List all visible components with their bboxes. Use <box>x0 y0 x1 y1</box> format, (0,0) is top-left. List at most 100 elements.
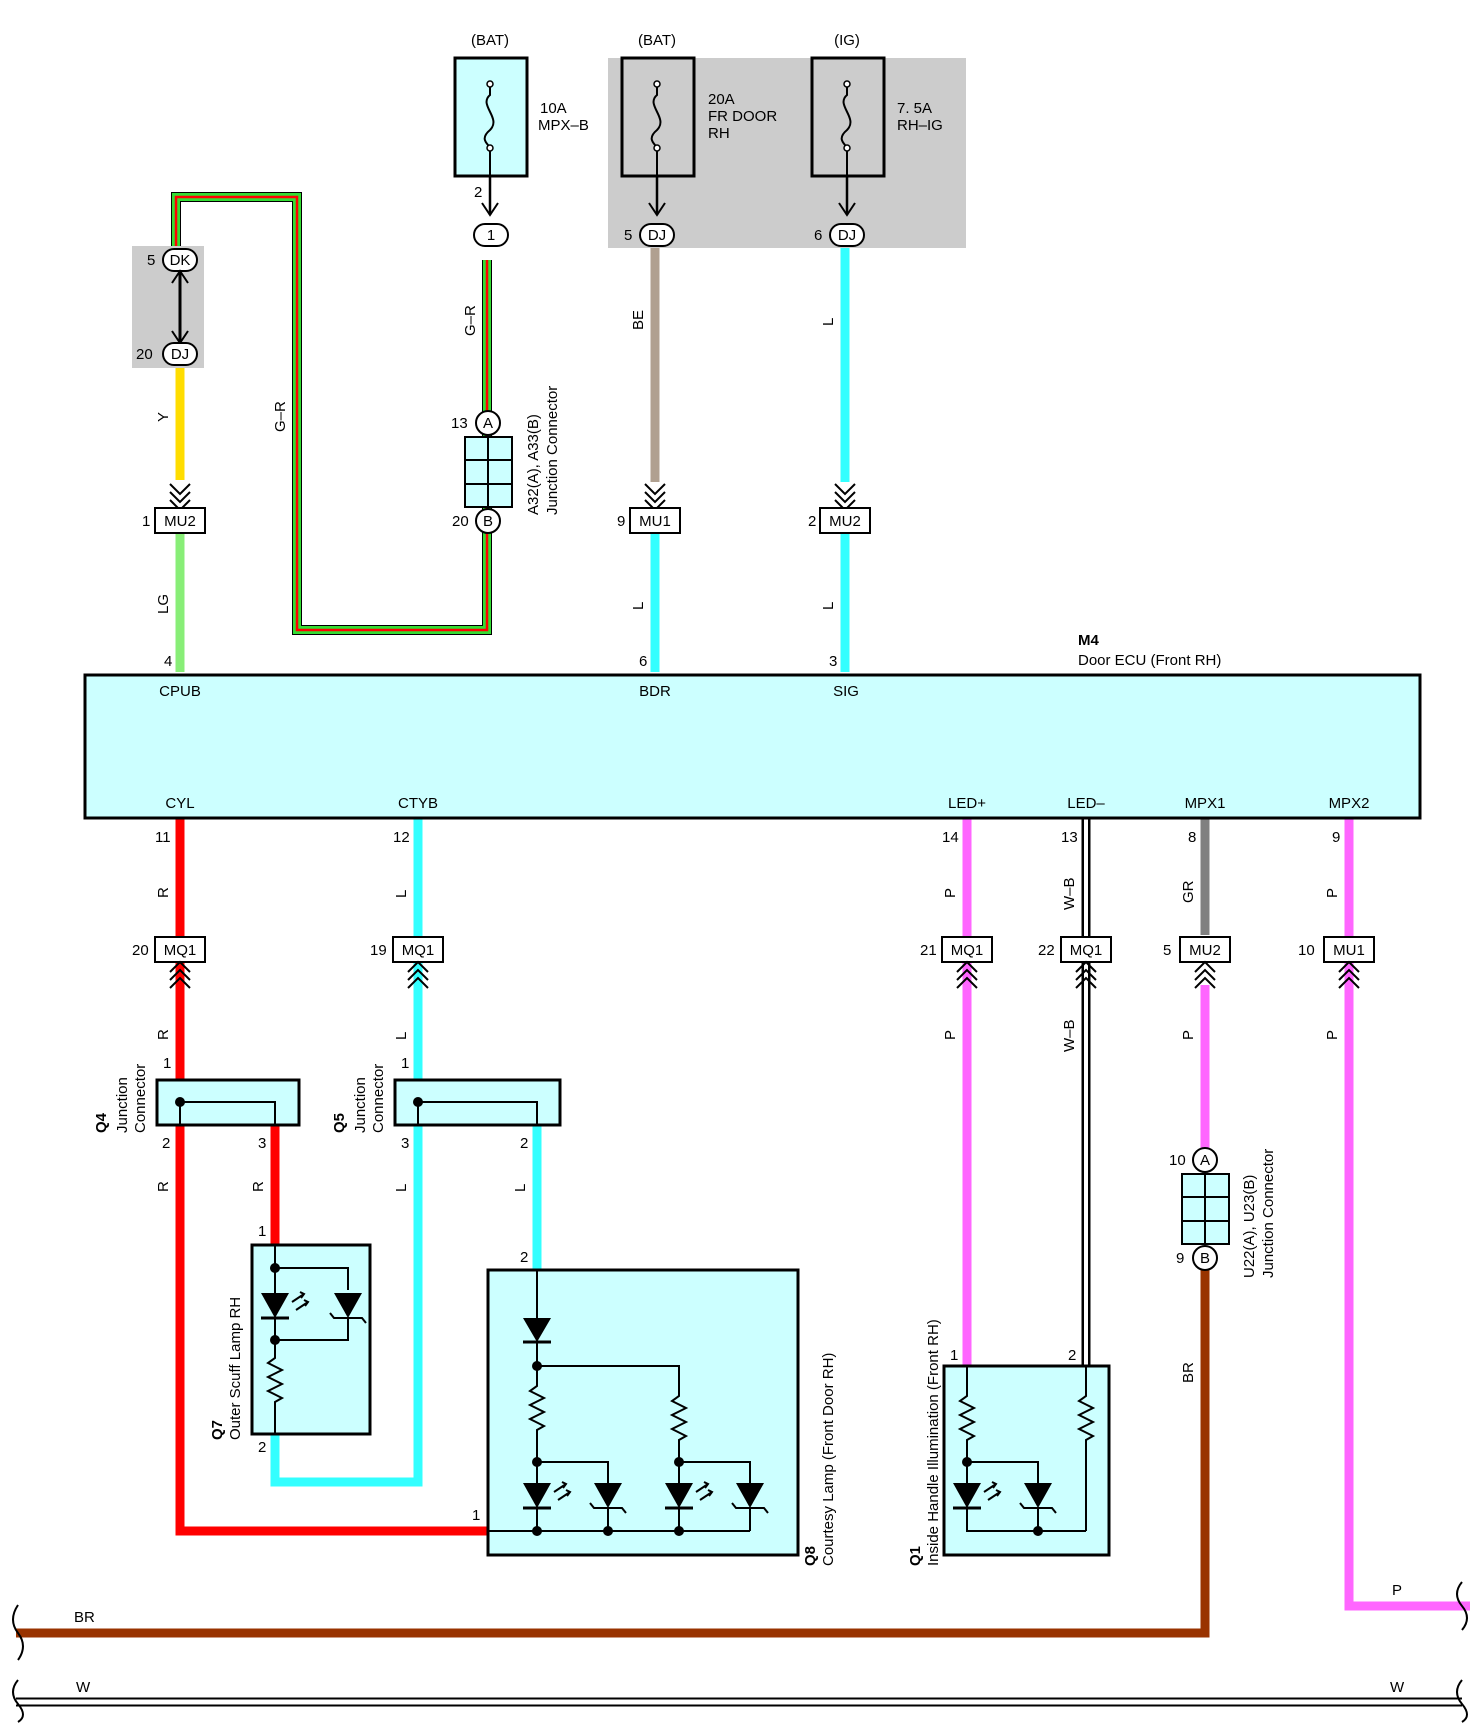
fuse-out-pin: 2 <box>474 184 482 201</box>
wire-label-gr-vert: G–R <box>462 305 479 336</box>
fuse-source: (BAT) <box>638 32 676 49</box>
wire-label-p2-top: P <box>1324 888 1341 898</box>
q1-pin-1: 1 <box>950 1347 958 1364</box>
q4-code: Q4 <box>93 1112 110 1133</box>
conn-label: MQ1 <box>1070 942 1103 959</box>
wire-label-p-top: P <box>942 888 959 898</box>
ecu-pin-name-cpub: CPUB <box>159 683 201 700</box>
junction-label-a: A <box>1200 1152 1210 1169</box>
fuse-rating: 10A <box>540 100 567 117</box>
junction-connector-q5: 1 3 2 Q5 Junction Connector <box>331 1055 562 1152</box>
wire-label-br-bottom: BR <box>74 1609 95 1626</box>
wire-label-p3-mid: P <box>1180 1030 1197 1040</box>
wire-label-gr-loop: G–R <box>272 401 289 432</box>
fuse-name: FR DOOR <box>708 108 777 125</box>
wire-label-l-mid: L <box>393 1032 410 1040</box>
q4-line1: Junction <box>114 1077 131 1133</box>
q8-pin-1: 1 <box>472 1507 480 1524</box>
junction-subtitle: Junction Connector <box>544 386 561 515</box>
ecu-code: M4 <box>1078 632 1099 649</box>
ecu-pin-name-led-minus: LED– <box>1067 795 1105 812</box>
wire-label-r-top: R <box>155 887 172 898</box>
wire-label-l-sig: L <box>820 602 837 610</box>
junction-pin-b: 20 <box>452 513 469 530</box>
ecu-pin-name-mpx2: MPX2 <box>1329 795 1370 812</box>
dk-dj-connector: DK 5 DJ 20 <box>136 248 198 366</box>
conn-pin: 1 <box>142 513 150 530</box>
fuse-name: RH–IG <box>897 117 943 134</box>
conn-label: MU2 <box>164 513 196 530</box>
break-mark-left-w <box>12 1679 24 1723</box>
q8-code: Q8 <box>802 1546 819 1566</box>
wire-l-q5-3 <box>270 1125 423 1487</box>
fuse-name: MPX–B <box>538 117 589 134</box>
ecu-pin-bdr: 6 <box>639 653 647 670</box>
conn-pin: 10 <box>1298 942 1315 959</box>
q4-line2: Connector <box>132 1064 149 1133</box>
junction-connector-q4: 1 2 3 Q4 Junction Connector <box>93 1055 301 1152</box>
q5-line2: Connector <box>370 1064 387 1133</box>
q7-pin-1: 1 <box>258 1223 266 1240</box>
conn-pin: 20 <box>132 942 149 959</box>
wire-label-r-mid: R <box>155 1029 172 1040</box>
dj-pin: 20 <box>136 346 153 363</box>
led-icon <box>261 1293 289 1318</box>
connector-mu2-sig: MU2 2 <box>808 483 871 534</box>
ecu-pin-name-cyl: CYL <box>165 795 194 812</box>
conn-label: MQ1 <box>402 942 435 959</box>
zener-icon <box>334 1293 362 1318</box>
wire-label-y: Y <box>155 412 172 422</box>
q8-pin-2: 2 <box>520 1249 528 1266</box>
dk-label: DK <box>170 252 191 269</box>
connector-mq1-cyl: MQ1 20 <box>132 936 206 989</box>
dj-label: DJ <box>648 227 666 244</box>
q5-line1: Junction <box>352 1077 369 1133</box>
wire-gr-loop <box>171 192 492 635</box>
q4-pin-3: 3 <box>258 1135 266 1152</box>
ecu-pin-sig: 3 <box>829 653 837 670</box>
q7-code: Q7 <box>209 1420 226 1440</box>
conn-pin: 21 <box>920 942 937 959</box>
wire-label-p-mid: P <box>942 1030 959 1040</box>
q4-pin-2: 2 <box>162 1135 170 1152</box>
q5-pin-2: 2 <box>520 1135 528 1152</box>
fuse-source: (BAT) <box>471 32 509 49</box>
wire-label-r-q4-2: R <box>155 1181 172 1192</box>
wire-label-r-q4-3: R <box>250 1181 267 1192</box>
q8-name: Courtesy Lamp (Front Door RH) <box>820 1353 837 1566</box>
fuse-rating: 20A <box>708 91 735 108</box>
dk-pin: 5 <box>147 252 155 269</box>
junction-label-b: B <box>1200 1250 1210 1267</box>
junction-pin-a: 10 <box>1169 1152 1186 1169</box>
junction-subtitle: Junction Connector <box>1260 1149 1277 1278</box>
wire-label-w-right: W <box>1390 1679 1405 1696</box>
junction-label-a: A <box>483 415 493 432</box>
wire-r-cyl <box>175 818 488 1536</box>
ecu-pin-cyl: 11 <box>155 829 171 846</box>
ecu-pin-name-led-plus: LED+ <box>948 795 986 812</box>
fuse-fr-door: (BAT) 20A FR DOOR RH <box>620 32 777 178</box>
conn-pin: 22 <box>1038 942 1055 959</box>
connector-mu1-bdr: MU1 9 <box>617 483 681 534</box>
courtesy-lamp-q8: 2 <box>472 1249 837 1566</box>
wire-label-p-bottom: P <box>1392 1582 1402 1599</box>
dj-label: DJ <box>171 346 189 363</box>
connector-mq1-led-plus: MQ1 21 <box>920 936 993 989</box>
break-mark-left <box>12 1604 24 1661</box>
junction-pin-a: 13 <box>451 415 468 432</box>
wire-label-l-sig-up: L <box>820 318 837 326</box>
wire-label-p2-mid: P <box>1324 1030 1341 1040</box>
fuse-output-frdoor: DJ 5 <box>624 176 675 247</box>
wire-label-wb-top: W–B <box>1061 877 1078 910</box>
ecu-pin-name-ctyb: CTYB <box>398 795 438 812</box>
q7-name: Outer Scuff Lamp RH <box>227 1297 244 1440</box>
break-mark-right-w <box>1456 1679 1468 1723</box>
conn-label: MU1 <box>1333 942 1365 959</box>
dj-pin: 6 <box>814 227 822 244</box>
wire-br <box>16 1268 1210 1638</box>
q1-name: Inside Handle Illumination (Front RH) <box>925 1319 942 1566</box>
conn-pin: 5 <box>1163 942 1171 959</box>
wire-label-gr-top: GR <box>1180 880 1197 903</box>
fuse-rh-ig: (IG) 7. 5A RH–IG <box>810 32 943 178</box>
